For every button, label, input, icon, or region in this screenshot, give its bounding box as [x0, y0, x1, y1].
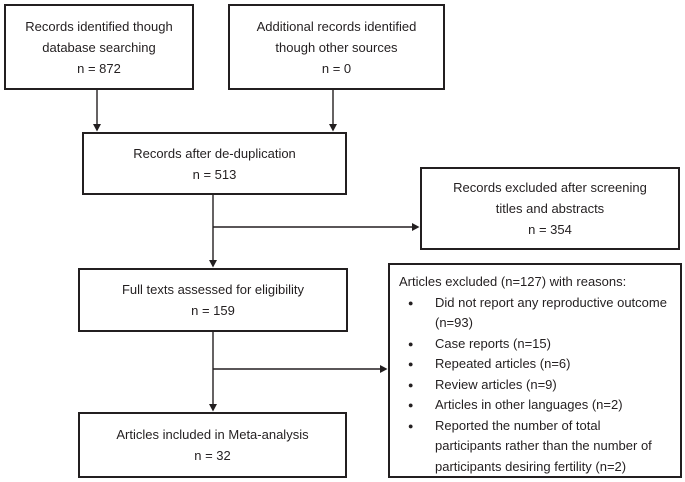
arrow-dedup-to-screening-excluded	[213, 223, 420, 231]
exclusion-reason-text: Articles in other languages (n=2)	[435, 397, 623, 412]
exclusion-reason-item: ● Reported the number of total participa…	[397, 416, 672, 478]
box-text-line: database searching	[42, 39, 156, 55]
box-text-line: titles and abstracts	[495, 201, 605, 216]
box-text-line: Records excluded after screening	[453, 180, 647, 195]
bullet-icon: ●	[408, 338, 414, 349]
arrow-fulltext-to-included	[209, 332, 217, 412]
exclusion-reason-item: ● Repeated articles (n=6)	[397, 354, 672, 375]
box-count-line: n = 354	[528, 222, 572, 237]
box-additional-records: Additional records identified though oth…	[228, 4, 445, 90]
exclusion-reason-item: ● Articles in other languages (n=2)	[397, 395, 672, 416]
box-text-line: Records after de-duplication	[133, 145, 296, 161]
box-count-line: n = 872	[77, 60, 121, 76]
arrow-dedup-to-fulltext	[209, 195, 217, 268]
box-records-identified: Records identified though database searc…	[4, 4, 194, 90]
box-text-line: Articles included in Meta-analysis	[116, 427, 309, 442]
bullet-icon: ●	[408, 297, 414, 308]
exclusion-reasons-title: Articles excluded (n=127) with reasons:	[399, 274, 627, 289]
box-text-line: though other sources	[275, 39, 398, 55]
bullet-icon: ●	[408, 379, 414, 390]
box-records-excluded-screening: Records excluded after screening titles …	[420, 167, 680, 250]
exclusion-reason-text: Review articles (n=9)	[435, 376, 557, 392]
box-records-after-deduplication: Records after de-duplication n = 513	[82, 132, 347, 195]
bullet-icon: ●	[408, 359, 414, 369]
arrow-identified-to-dedup	[93, 88, 101, 132]
box-count-line: n = 32	[194, 448, 231, 463]
box-exclusion-reasons: Articles excluded (n=127) with reasons: …	[388, 263, 682, 478]
exclusion-reason-text: Repeated articles (n=6)	[435, 356, 571, 371]
bullet-icon: ●	[408, 420, 414, 431]
exclusion-reason-item: ● Review articles (n=9)	[397, 375, 672, 396]
box-text-line: Additional records identified	[256, 18, 417, 34]
box-text-line: Records identified though	[25, 18, 173, 34]
exclusion-reason-item: ● Case reports (n=15)	[397, 334, 672, 355]
box-text-line: Full texts assessed for eligibility	[121, 282, 305, 297]
box-count-line: n = 513	[192, 166, 237, 182]
box-count-line: n = 159	[191, 303, 235, 318]
exclusion-reason-text: Case reports (n=15)	[435, 335, 551, 351]
box-count-line: n = 0	[321, 60, 352, 76]
box-articles-included: Articles included in Meta-analysis n = 3…	[78, 412, 347, 478]
box-fulltext-assessed: Full texts assessed for eligibility n = …	[78, 268, 348, 332]
arrow-fulltext-to-exclusion-reasons	[213, 365, 388, 373]
bullet-icon: ●	[408, 400, 414, 410]
exclusion-reason-text: Did not report any reproductive outcome …	[435, 294, 667, 331]
exclusion-reason-text: Reported the number of total participant…	[435, 417, 652, 474]
exclusion-reason-item: ● Did not report any reproductive outcom…	[397, 293, 672, 334]
arrow-additional-to-dedup	[329, 88, 337, 132]
